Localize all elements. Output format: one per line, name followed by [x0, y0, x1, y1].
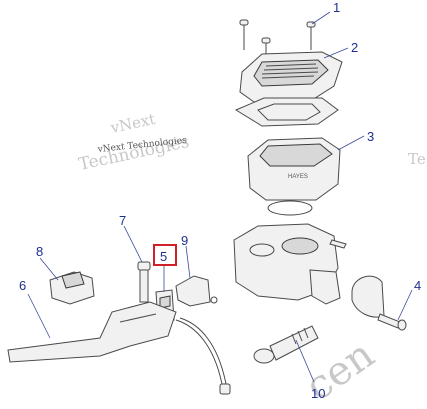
part-diaphragm — [234, 97, 339, 127]
leader-lines — [27, 11, 413, 383]
watermark-side: Te — [408, 150, 426, 168]
callout-2: 2 — [351, 40, 358, 55]
part-switch-wire — [175, 317, 231, 395]
part-screws — [239, 19, 316, 66]
svg-text:HAYES: HAYES — [288, 174, 308, 180]
watermark-line1: vNext — [108, 110, 157, 137]
part-clamp-half — [351, 275, 385, 318]
part-switch-plate — [175, 275, 218, 307]
part-brake-lever — [7, 301, 177, 363]
callout-6: 6 — [19, 278, 26, 293]
highlight-box — [153, 244, 177, 266]
callout-3: 3 — [367, 129, 374, 144]
callout-1: 1 — [333, 0, 340, 15]
part-pivot-bolt — [137, 261, 151, 303]
part-switch-bracket — [49, 271, 95, 305]
part-pin — [329, 239, 347, 249]
callout-4: 4 — [414, 278, 421, 293]
callout-8: 8 — [36, 244, 43, 259]
part-master-cylinder-body: HAYES — [247, 137, 341, 216]
callout-7: 7 — [119, 213, 126, 228]
part-reservoir-cover — [239, 51, 343, 103]
callout-10: 10 — [311, 386, 325, 401]
part-clamp-housing — [233, 223, 341, 305]
callout-5: 5 — [160, 249, 167, 264]
part-clamp-bolt — [377, 313, 407, 331]
callouts: 1 2 3 4 5 6 7 8 9 10 — [19, 0, 421, 401]
callout-9: 9 — [181, 233, 188, 248]
part-adjuster — [253, 325, 319, 364]
